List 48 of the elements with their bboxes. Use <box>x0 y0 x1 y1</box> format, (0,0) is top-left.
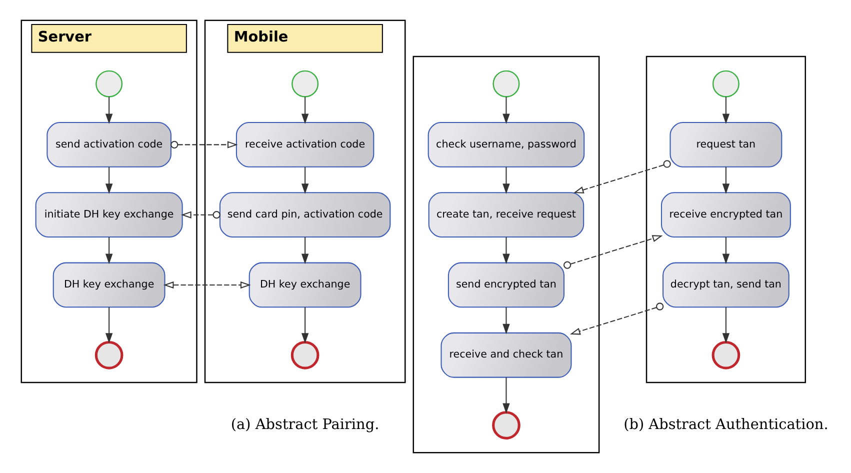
node-box: decrypt tan, send tan <box>662 262 790 308</box>
arrow <box>105 237 113 264</box>
node-box: create tan, receive request <box>428 192 584 238</box>
node-box: send activation code <box>46 122 172 168</box>
node-circle <box>712 70 740 98</box>
arrow <box>301 237 309 264</box>
arrow <box>502 377 510 414</box>
node-circle <box>290 340 320 370</box>
arrow <box>301 307 309 344</box>
node-circle <box>492 411 520 440</box>
cluster <box>412 56 600 454</box>
node-circle <box>292 70 319 98</box>
arrow <box>502 166 510 194</box>
arrow <box>105 96 113 124</box>
node-box: receive activation code <box>236 122 374 168</box>
arrow <box>502 307 510 334</box>
node-box: request tan <box>670 122 782 168</box>
label: (b) Abstract Authentication. <box>624 417 828 434</box>
node-circle <box>94 340 124 370</box>
arrow <box>301 166 309 194</box>
arrow <box>722 166 730 194</box>
arrow <box>722 307 730 344</box>
arrow <box>181 211 220 219</box>
arrow <box>502 237 510 264</box>
arrow <box>570 302 664 335</box>
node-circle <box>712 340 740 370</box>
node-box: initiate DH key exchange <box>35 192 183 238</box>
arrow <box>722 237 730 264</box>
node-box: DH key exchange <box>52 262 166 308</box>
node-box: receive encrypted tan <box>660 192 791 238</box>
label: (a) Abstract Pairing. <box>230 417 380 434</box>
node-box: send card pin, activation code <box>219 192 391 238</box>
arrow <box>105 166 113 194</box>
arrow <box>502 96 510 124</box>
node-box: receive and check tan <box>440 332 572 378</box>
arrow <box>105 307 113 344</box>
node-box: DH key exchange <box>248 262 362 308</box>
arrow <box>573 160 671 194</box>
arrow <box>170 140 238 148</box>
node-box: check username, password <box>428 122 585 168</box>
node-box: send encrypted tan <box>448 262 564 308</box>
arrow <box>163 281 251 289</box>
node-circle <box>492 70 520 98</box>
arrow <box>301 96 309 124</box>
arrow <box>563 235 663 269</box>
node-circle <box>96 70 123 98</box>
cluster <box>646 56 806 384</box>
arrow <box>722 96 730 124</box>
